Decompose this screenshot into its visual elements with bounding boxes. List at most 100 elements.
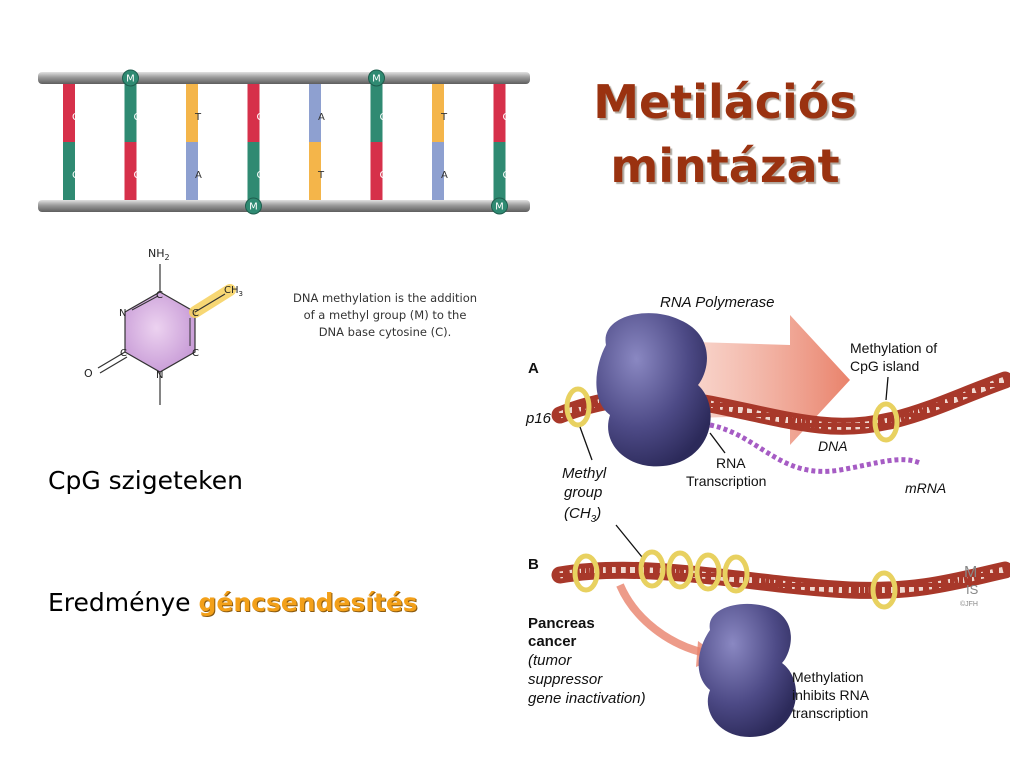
base-top-letter: C bbox=[134, 112, 141, 123]
rna-polymerase-label: RNA Polymerase bbox=[660, 294, 774, 311]
watermark-m: M bbox=[964, 564, 977, 581]
methyl-marker: M bbox=[245, 197, 262, 215]
base-pair: GC bbox=[493, 84, 511, 200]
methyl-marker: M bbox=[368, 69, 385, 87]
methylation-cpg-label-2: CpG island bbox=[850, 358, 919, 374]
methyl-marker-letter: M bbox=[495, 202, 504, 213]
base-bottom-letter: A bbox=[441, 170, 448, 181]
methyl-marker-letter: M bbox=[249, 202, 258, 213]
base-bottom bbox=[493, 142, 506, 200]
atom-c2: C bbox=[120, 348, 127, 359]
pancreas-label-3: (tumor bbox=[528, 652, 572, 669]
base-top-letter: G bbox=[72, 112, 80, 123]
base-bottom-letter: G bbox=[380, 170, 388, 181]
base-top bbox=[493, 84, 506, 142]
base-bottom bbox=[124, 142, 137, 200]
base-top bbox=[309, 84, 321, 142]
bond-c-ch3 bbox=[194, 293, 226, 313]
base-bottom bbox=[63, 142, 75, 200]
methyl-ring-b-2 bbox=[638, 549, 666, 589]
methyl-ring-b-3 bbox=[666, 550, 694, 590]
base-pair: CG bbox=[370, 84, 388, 200]
base-bottom bbox=[432, 142, 444, 200]
inhibition-arrow bbox=[616, 583, 706, 657]
title-line-1: Metilációs bbox=[593, 75, 857, 129]
watermark-copyright: ©JFH bbox=[960, 600, 978, 608]
methyl-ring-a-right bbox=[872, 401, 900, 443]
methyl-ring-a-left bbox=[564, 386, 592, 428]
base-top-letter: G bbox=[257, 112, 265, 123]
methyl-ring-b-4 bbox=[694, 552, 722, 592]
atom-n3: N bbox=[119, 308, 126, 319]
nh2-label: NH2 bbox=[148, 247, 170, 262]
rna-transcription-label-1: RNA bbox=[716, 455, 746, 471]
base-top bbox=[432, 84, 444, 142]
base-bottom-letter: C bbox=[503, 170, 510, 181]
methylation-cpg-label-1: Methylation of bbox=[850, 340, 937, 356]
base-top bbox=[247, 84, 260, 142]
base-bottom bbox=[309, 142, 321, 200]
slide-title: Metilációs mintázat bbox=[540, 70, 910, 198]
base-bottom-letter: C bbox=[72, 170, 79, 181]
base-pair: AT bbox=[309, 84, 325, 200]
pancreas-label-4: suppressor bbox=[528, 671, 603, 688]
atom-o: O bbox=[84, 367, 93, 380]
base-top-letter: C bbox=[380, 112, 387, 123]
bullet-cpg-islands: CpG szigeteken bbox=[48, 466, 243, 495]
title-line-2: mintázat bbox=[610, 139, 840, 193]
atom-n1: N bbox=[156, 370, 163, 381]
top-backbone bbox=[38, 72, 530, 84]
bullet-result: Eredménye géncsendesítés bbox=[48, 588, 418, 617]
ch3-label: CH3 bbox=[224, 285, 243, 298]
methyl-group-label-2: group bbox=[564, 484, 602, 501]
transcription-pointer bbox=[709, 432, 726, 454]
double-bond-inner-2 bbox=[131, 295, 159, 311]
methyl-group-pointer-b bbox=[615, 524, 643, 558]
atom-c6: C bbox=[192, 348, 199, 359]
bond-co-2 bbox=[99, 356, 128, 374]
base-bottom bbox=[186, 142, 198, 200]
caption-line-3: DNA base cytosine (C). bbox=[318, 325, 452, 339]
base-bottom bbox=[370, 142, 383, 200]
inhibits-label-1: Methylation bbox=[792, 669, 864, 685]
bond-co bbox=[97, 351, 126, 369]
base-top bbox=[63, 84, 75, 142]
gene-silencing-highlight: géncsendesítés bbox=[198, 588, 418, 617]
base-pair: GC bbox=[247, 84, 265, 200]
caption-line-1: DNA methylation is the addition bbox=[292, 291, 478, 305]
base-top bbox=[186, 84, 198, 142]
mrna-label: mRNA bbox=[905, 480, 946, 496]
base-bottom-letter: G bbox=[134, 170, 142, 181]
panel-a-label: A bbox=[528, 360, 539, 377]
mrna-strand bbox=[709, 422, 921, 474]
rna-transcription-label-2: Transcription bbox=[686, 473, 766, 489]
base-top bbox=[124, 84, 137, 142]
pancreas-label-2: cancer bbox=[528, 633, 577, 650]
pancreas-label-1: Pancreas bbox=[528, 615, 595, 632]
methyl-marker-letter: M bbox=[126, 74, 135, 85]
rna-polymerase-b bbox=[698, 603, 797, 737]
inhibits-label-3: transcription bbox=[792, 705, 868, 721]
methyl-ring-b-1 bbox=[572, 553, 600, 593]
methyl-marker: M bbox=[122, 69, 139, 87]
inhibits-label-2: inhibits RNA bbox=[792, 687, 870, 703]
base-bottom-letter: T bbox=[317, 170, 325, 181]
bottom-backbone bbox=[38, 200, 530, 212]
dna-strand-b-rungs bbox=[559, 566, 1006, 594]
base-top bbox=[370, 84, 383, 142]
panel-b-label: B bbox=[528, 556, 539, 573]
atom-c4: C bbox=[156, 290, 163, 301]
methyl-ring-b-5 bbox=[722, 554, 750, 594]
base-bottom bbox=[247, 142, 260, 200]
pancreas-label-5: gene inactivation) bbox=[528, 690, 646, 707]
base-top-letter: G bbox=[503, 112, 511, 123]
base-top-letter: T bbox=[440, 112, 448, 123]
watermark-is: IS bbox=[966, 582, 979, 597]
pyrimidine-ring bbox=[124, 291, 196, 373]
rna-polymerase-methylation-figure: A RNA Polymerase Methylation of CpG isla… bbox=[525, 294, 1010, 737]
methylation-caption: DNA methylation is the addition of a met… bbox=[270, 290, 500, 341]
methylcytosine-structure: NH2 CH3 C C C N C N O bbox=[84, 247, 243, 405]
base-pair: TA bbox=[432, 84, 448, 200]
methyl-group-label-3: (CH3) bbox=[564, 505, 601, 525]
methyl-group-label-1: Methyl bbox=[562, 465, 607, 482]
